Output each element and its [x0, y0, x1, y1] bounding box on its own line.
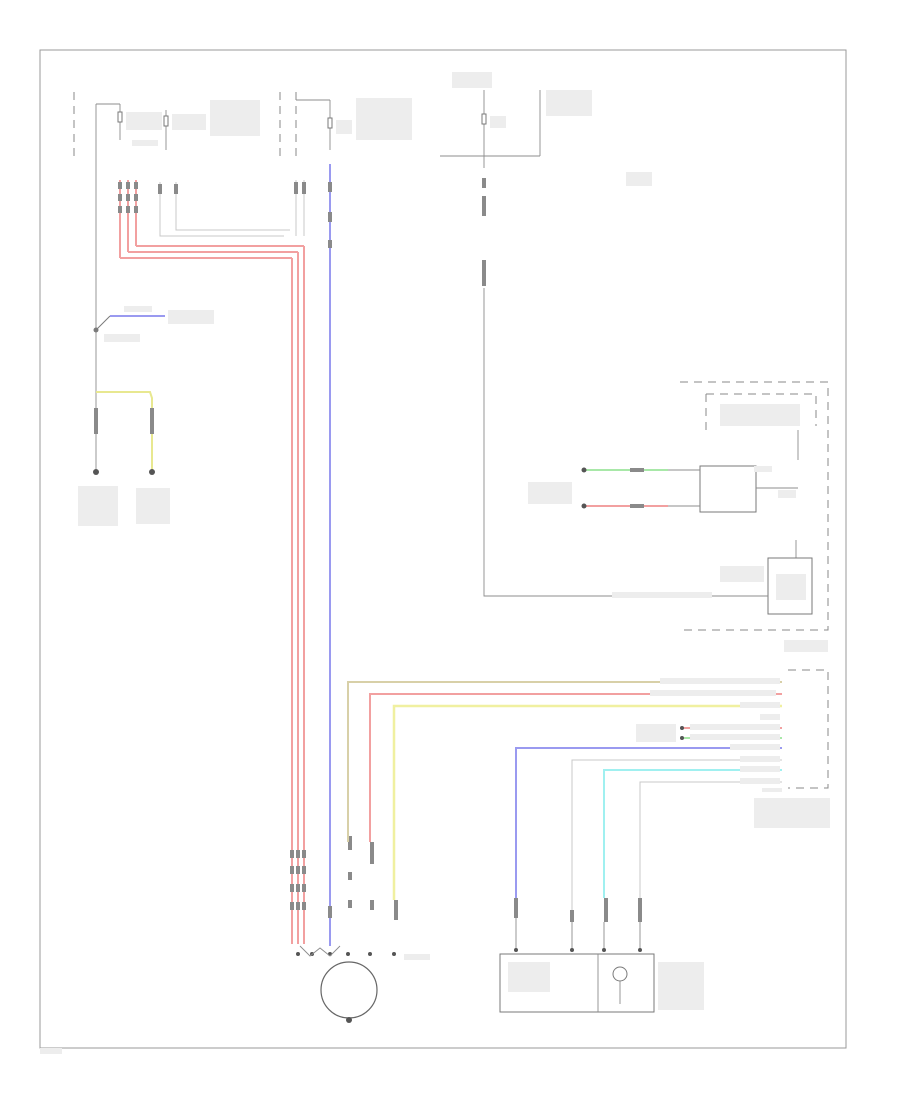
label-block — [740, 766, 780, 772]
label-block — [650, 690, 776, 696]
motor-icon — [320, 961, 378, 1023]
label-block — [636, 724, 676, 742]
label-block — [490, 116, 506, 128]
label-block — [168, 310, 214, 324]
label-block — [720, 404, 800, 426]
label-block — [778, 490, 796, 498]
label-block — [740, 778, 780, 784]
label-block — [754, 798, 830, 828]
label-block — [546, 90, 592, 116]
label-block — [404, 954, 430, 960]
label-block — [754, 466, 772, 472]
label-block — [730, 744, 780, 750]
label-block — [784, 640, 828, 652]
label-block — [762, 788, 782, 792]
label-block — [528, 482, 572, 504]
switch-icon — [93, 315, 111, 333]
diagram-frame — [39, 49, 847, 1049]
label-block — [104, 334, 140, 342]
control-box-lower — [347, 669, 830, 910]
label-block — [612, 592, 712, 598]
legend-block — [626, 172, 652, 186]
label-block — [740, 702, 780, 708]
label-block — [124, 306, 152, 312]
label-block — [132, 140, 158, 146]
fuse-icon — [481, 90, 487, 168]
label-block — [740, 756, 780, 762]
label-block — [78, 486, 118, 526]
harness-white — [159, 180, 305, 237]
label-block — [172, 114, 206, 130]
label-block — [126, 112, 162, 130]
sensor-module-bottom — [499, 918, 704, 1013]
label-block — [690, 734, 780, 740]
switch-branch-left — [78, 306, 214, 526]
label-block — [660, 678, 780, 684]
relay-icon — [699, 465, 798, 513]
connector-marks — [118, 178, 642, 922]
label-block — [210, 100, 260, 136]
fuse-icon — [163, 110, 169, 150]
fuse-box-left — [73, 92, 281, 320]
label-block — [40, 1048, 62, 1054]
control-unit-right — [483, 288, 829, 652]
label-block — [452, 72, 492, 88]
fuse-icon — [327, 100, 333, 150]
label-block — [136, 488, 170, 524]
harness-red — [119, 180, 305, 944]
label-block — [690, 724, 780, 730]
label-block — [336, 120, 352, 134]
fuse-icon — [117, 104, 123, 140]
fuse-box-middle — [295, 92, 412, 160]
label-block — [356, 98, 412, 140]
label-block — [720, 566, 764, 582]
label-block — [776, 574, 806, 600]
label-block — [508, 962, 550, 992]
fuse-box-right — [440, 72, 592, 168]
label-block — [760, 714, 780, 720]
label-block — [658, 962, 704, 1010]
